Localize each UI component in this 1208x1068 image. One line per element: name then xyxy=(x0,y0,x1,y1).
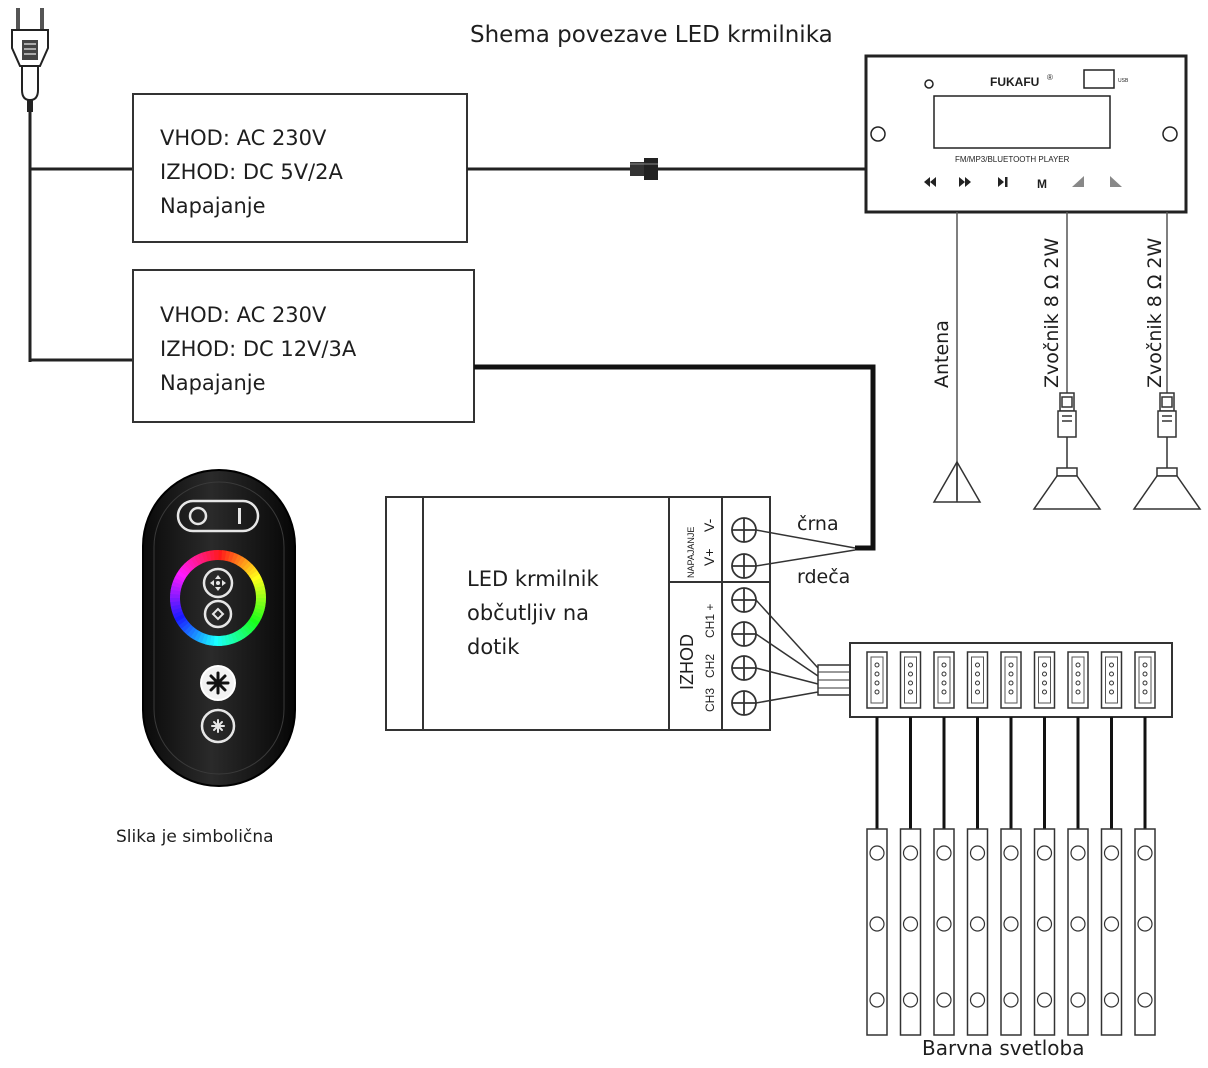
v-plus-label: V+ xyxy=(701,548,717,566)
terminal-screw-ch2 xyxy=(731,655,757,681)
distribution-ports xyxy=(866,651,1156,709)
volume-up-icon[interactable] xyxy=(1110,176,1122,187)
distribution-port xyxy=(1134,651,1156,709)
mains-wiring xyxy=(28,110,134,362)
led-strip xyxy=(1134,717,1156,1036)
player-brand-mark: ® xyxy=(1047,73,1053,82)
led-strip xyxy=(1100,717,1123,1036)
prev-icon[interactable] xyxy=(924,177,936,187)
psu-12v-output: IZHOD: DC 12V/3A xyxy=(160,337,357,361)
speaker-icon xyxy=(1132,467,1202,510)
led-strip xyxy=(899,717,922,1036)
strips-label: Barvna svetloba xyxy=(922,1036,1084,1060)
dc-5v-cable xyxy=(467,158,866,180)
mp3-player-module: FUKAFU ® USB FM/MP3/BLUETOOTH PLAYER M xyxy=(864,54,1188,214)
psu-12v-input: VHOD: AC 230V xyxy=(160,303,327,327)
psu-5v-label: Napajanje xyxy=(160,194,266,218)
distribution-block xyxy=(817,642,1173,718)
play-pause-icon[interactable] xyxy=(998,177,1008,187)
led-strip xyxy=(1067,717,1089,1036)
antenna: Antena xyxy=(931,212,982,503)
led-strip xyxy=(1000,717,1022,1036)
diagram-title: Shema povezave LED krmilnika xyxy=(470,22,833,48)
brightness-up-icon[interactable] xyxy=(202,567,234,599)
output-wires xyxy=(755,599,819,704)
wire-red-label: rdeča xyxy=(797,566,850,588)
brightness-down-icon[interactable] xyxy=(203,599,233,629)
distribution-port xyxy=(899,651,922,709)
distribution-port xyxy=(1100,651,1123,709)
mode-button-icon[interactable] xyxy=(200,665,236,701)
terminal-screw-ch3 xyxy=(731,690,757,716)
led-strip xyxy=(1033,717,1056,1036)
distribution-port xyxy=(866,651,888,709)
terminal-screw-v-minus xyxy=(731,517,757,543)
terminal-screw-plus xyxy=(731,587,757,613)
mode-icon[interactable]: M xyxy=(1037,177,1047,191)
speaker-1-label: Zvočnik 8 Ω 2W xyxy=(1041,238,1063,388)
wire-black-label: črna xyxy=(797,513,839,535)
v-minus-label: V- xyxy=(701,518,717,532)
distribution-port xyxy=(1067,651,1089,709)
speaker-2: Zvočnik 8 Ω 2W xyxy=(1132,212,1202,510)
led-strip xyxy=(866,717,888,1036)
terminal-screw-ch1 xyxy=(731,621,757,647)
controller-text-1: LED krmilnik xyxy=(467,567,600,591)
ch3-label: CH3 xyxy=(703,688,717,712)
power-input-wires xyxy=(755,529,856,567)
color-wheel-icon[interactable] xyxy=(170,550,266,646)
controller-text-2: občutljiv na xyxy=(467,601,589,625)
power-supply-12v: VHOD: AC 230V IZHOD: DC 12V/3A Napajanje xyxy=(132,269,475,423)
touch-remote xyxy=(142,469,296,787)
antenna-label: Antena xyxy=(931,320,953,388)
speaker-connector-icon xyxy=(1057,392,1077,474)
speaker-2-label: Zvočnik 8 Ω 2W xyxy=(1144,238,1166,388)
led-strips xyxy=(866,717,1156,1036)
distribution-port xyxy=(933,651,955,709)
power-label: NAPAJANJE xyxy=(686,527,696,578)
psu-5v-input: VHOD: AC 230V xyxy=(160,126,327,150)
volume-down-icon[interactable] xyxy=(1072,176,1084,187)
power-supply-5v: VHOD: AC 230V IZHOD: DC 5V/2A Napajanje xyxy=(132,93,468,243)
psu-12v-label: Napajanje xyxy=(160,371,266,395)
distribution-port xyxy=(1033,651,1056,709)
ch1-label: CH1 + xyxy=(703,604,717,638)
player-display xyxy=(933,95,1111,149)
led-strip xyxy=(933,717,955,1036)
led-strip xyxy=(966,717,989,1036)
speaker-1: Zvočnik 8 Ω 2W xyxy=(1032,212,1102,510)
next-icon[interactable] xyxy=(959,177,971,187)
antenna-icon xyxy=(932,460,982,503)
ch2-label: CH2 xyxy=(703,654,717,678)
terminal-screw-v-plus xyxy=(731,553,757,579)
dc-12v-cable xyxy=(474,364,876,551)
controller-text-3: dotik xyxy=(467,635,520,659)
power-switch-icon[interactable] xyxy=(176,499,260,533)
psu-5v-output: IZHOD: DC 5V/2A xyxy=(160,160,343,184)
usb-label: USB xyxy=(1118,78,1129,84)
led-controller: LED krmilnik občutljiv na dotik NAPAJANJ… xyxy=(385,496,771,731)
player-subtitle: FM/MP3/BLUETOOTH PLAYER xyxy=(955,155,1070,164)
speaker-connector-icon xyxy=(1157,392,1177,474)
player-brand: FUKAFU xyxy=(990,75,1039,89)
remote-caption: Slika je simbolična xyxy=(116,827,274,847)
dc-connector-icon xyxy=(630,158,658,180)
usb-port xyxy=(1083,69,1115,89)
mains-plug-icon xyxy=(11,8,49,112)
speaker-icon xyxy=(1032,467,1102,510)
output-label: IZHOD xyxy=(677,634,697,690)
distribution-port xyxy=(966,651,989,709)
speed-button-icon[interactable] xyxy=(200,708,236,744)
distribution-port xyxy=(1000,651,1022,709)
